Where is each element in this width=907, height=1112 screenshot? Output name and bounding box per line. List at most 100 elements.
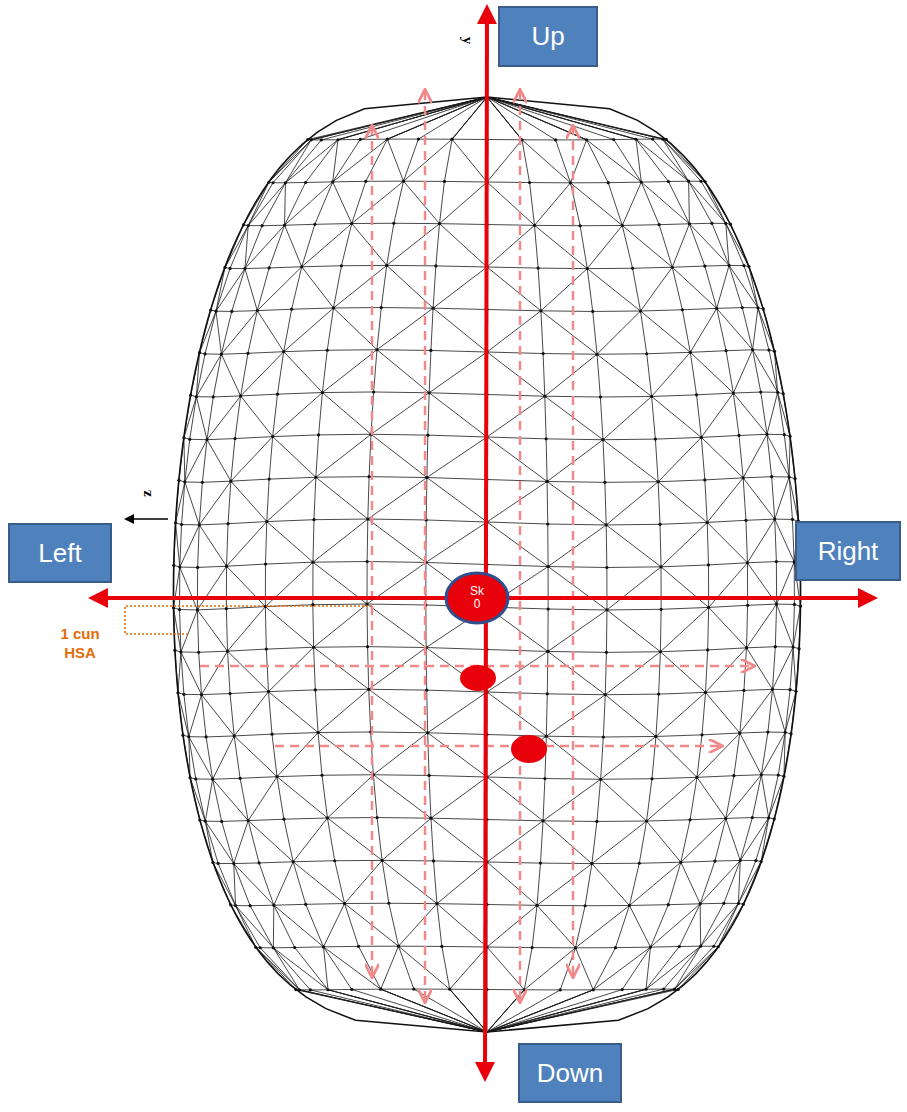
mesh-line xyxy=(743,434,767,478)
mesh-vertex xyxy=(535,904,538,907)
mesh-line xyxy=(487,97,748,1032)
mesh-vertex xyxy=(605,608,608,611)
mesh-line xyxy=(257,311,283,352)
mesh-vertex xyxy=(432,859,435,862)
mesh-line xyxy=(672,224,689,267)
mesh-line xyxy=(647,821,681,862)
distance-label: 1 cun HSA xyxy=(52,625,108,663)
mesh-line xyxy=(228,607,266,652)
mesh-vertex xyxy=(317,433,320,436)
mesh-vertex xyxy=(746,561,749,564)
mesh-vertex xyxy=(211,778,214,781)
mesh-vertex xyxy=(788,688,791,691)
mesh-vertex xyxy=(737,434,740,437)
mesh-vertex xyxy=(178,608,181,611)
mesh-vertex xyxy=(271,181,274,184)
mesh-line xyxy=(377,350,429,393)
mesh-vertex xyxy=(614,946,617,949)
mesh-line xyxy=(487,352,545,396)
mesh-vertex xyxy=(546,480,549,483)
mesh-line xyxy=(717,308,753,349)
mesh-vertex xyxy=(189,394,192,397)
mesh-vertex xyxy=(537,267,540,270)
axis-name: z xyxy=(137,490,154,497)
mesh-line xyxy=(231,437,273,482)
mesh-line xyxy=(777,604,793,647)
mesh-vertex xyxy=(713,859,716,862)
mesh-line xyxy=(543,821,592,864)
distance-bracket xyxy=(125,606,372,634)
mesh-vertex xyxy=(722,902,725,905)
mesh-line xyxy=(487,97,548,1032)
mesh-line xyxy=(245,269,257,311)
mesh-vertex xyxy=(429,349,432,352)
mesh-vertex xyxy=(706,521,709,524)
mesh-line xyxy=(641,182,689,224)
mesh-line xyxy=(323,904,344,947)
mesh-vertex xyxy=(233,734,236,737)
mesh-vertex xyxy=(554,138,557,141)
mesh-line xyxy=(487,97,663,139)
mesh-vertex xyxy=(284,181,287,184)
mesh-line xyxy=(487,862,537,905)
mesh-line xyxy=(746,648,772,689)
guide-lines xyxy=(200,92,752,1000)
mesh-line xyxy=(387,224,440,266)
mesh-line xyxy=(593,947,650,990)
mesh-line xyxy=(522,140,571,183)
mesh-vertex xyxy=(592,988,595,991)
mesh-line xyxy=(225,226,248,268)
mesh-vertex xyxy=(276,393,279,396)
mesh-line xyxy=(334,265,387,308)
mesh-line xyxy=(541,311,597,354)
mesh-line xyxy=(269,140,311,182)
mesh-line xyxy=(274,905,324,947)
mesh-line xyxy=(640,311,690,352)
mesh-line xyxy=(299,990,487,1032)
mesh-line xyxy=(293,862,344,904)
mesh-vertex xyxy=(621,224,624,227)
mesh-line xyxy=(663,139,705,182)
mesh-vertex xyxy=(746,604,749,607)
direction-label: Up xyxy=(531,21,564,52)
direction-box: Up xyxy=(498,6,598,67)
mesh-line xyxy=(227,522,267,567)
mesh-vertex xyxy=(603,481,606,484)
mesh-vertex xyxy=(699,180,702,183)
mesh-line xyxy=(369,648,426,690)
mesh-line xyxy=(689,224,729,266)
mesh-line xyxy=(202,651,228,695)
mesh-vertex xyxy=(539,862,542,865)
mesh-vertex xyxy=(699,945,702,948)
mesh-vertex xyxy=(293,946,296,949)
mesh-vertex xyxy=(688,818,691,821)
mesh-line xyxy=(487,481,547,522)
mesh-vertex xyxy=(294,988,297,991)
mesh-vertex xyxy=(198,818,201,821)
mesh-vertex xyxy=(601,438,604,441)
mesh-vertex xyxy=(340,264,343,267)
mesh-vertex xyxy=(402,180,405,183)
mesh-line xyxy=(377,308,433,350)
mesh-line xyxy=(381,989,487,1032)
mesh-line xyxy=(718,903,738,946)
mesh-vertex xyxy=(332,306,335,309)
mesh-line xyxy=(705,182,726,224)
mesh-line xyxy=(603,396,652,439)
mesh-line xyxy=(452,139,487,182)
mesh-vertex xyxy=(649,946,652,949)
mesh-vertex xyxy=(300,265,303,268)
mesh-vertex xyxy=(707,563,710,566)
mesh-line xyxy=(178,652,181,693)
mesh-line xyxy=(316,434,371,477)
mesh-vertex xyxy=(242,223,245,226)
mesh-line xyxy=(352,224,387,266)
mesh-line xyxy=(647,777,697,821)
mesh-vertex xyxy=(267,690,270,693)
mesh-line xyxy=(314,604,367,647)
mesh-vertex xyxy=(528,181,531,184)
mesh-line xyxy=(681,862,700,904)
mesh-vertex xyxy=(688,222,691,225)
mesh-line xyxy=(433,267,487,308)
mesh-line xyxy=(753,308,758,350)
